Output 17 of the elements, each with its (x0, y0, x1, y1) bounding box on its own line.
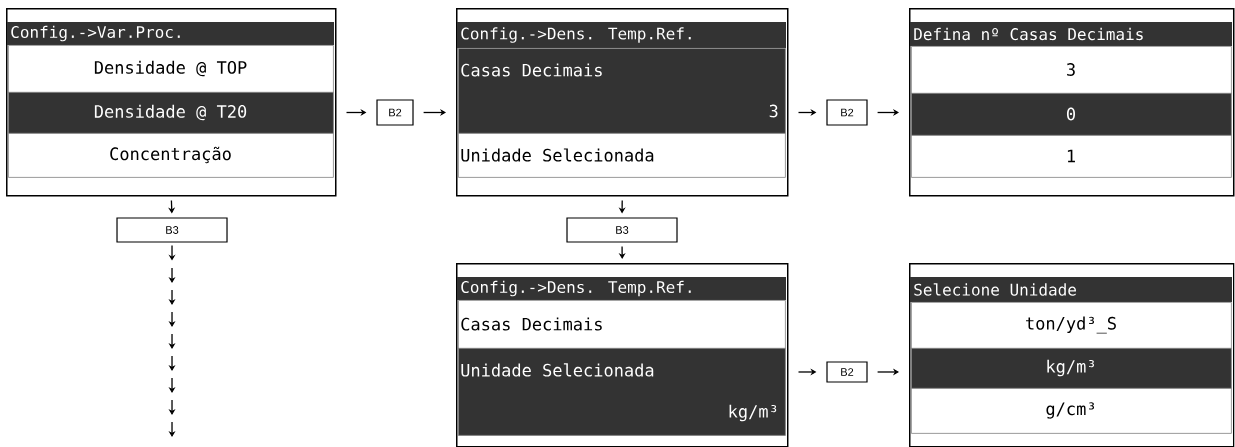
menu-row: 1 (911, 135, 1232, 178)
menu-row: Unidade Selecionada kg/m³ (458, 348, 786, 436)
menu-row: Unidade Selecionada (458, 133, 786, 178)
menu-row: Casas Decimais (458, 300, 786, 349)
menu-row: Concentração (8, 133, 334, 178)
key-box: B2 (826, 99, 868, 126)
menu-row: Densidade @ TOP (8, 45, 334, 93)
menu-row: ton/yd³_S (911, 302, 1232, 349)
key-box: B2 (826, 361, 868, 383)
menu-row: Densidade @ T20 (8, 92, 334, 134)
menu-row: 0 (911, 93, 1232, 136)
menu-row: g/cm³ (911, 388, 1232, 434)
key-box: B3 (566, 217, 678, 243)
menu-row: 3 (911, 46, 1232, 94)
key-box: B2 (376, 99, 414, 126)
key-box: B3 (116, 217, 228, 243)
menu-row: kg/m³ (911, 348, 1232, 389)
